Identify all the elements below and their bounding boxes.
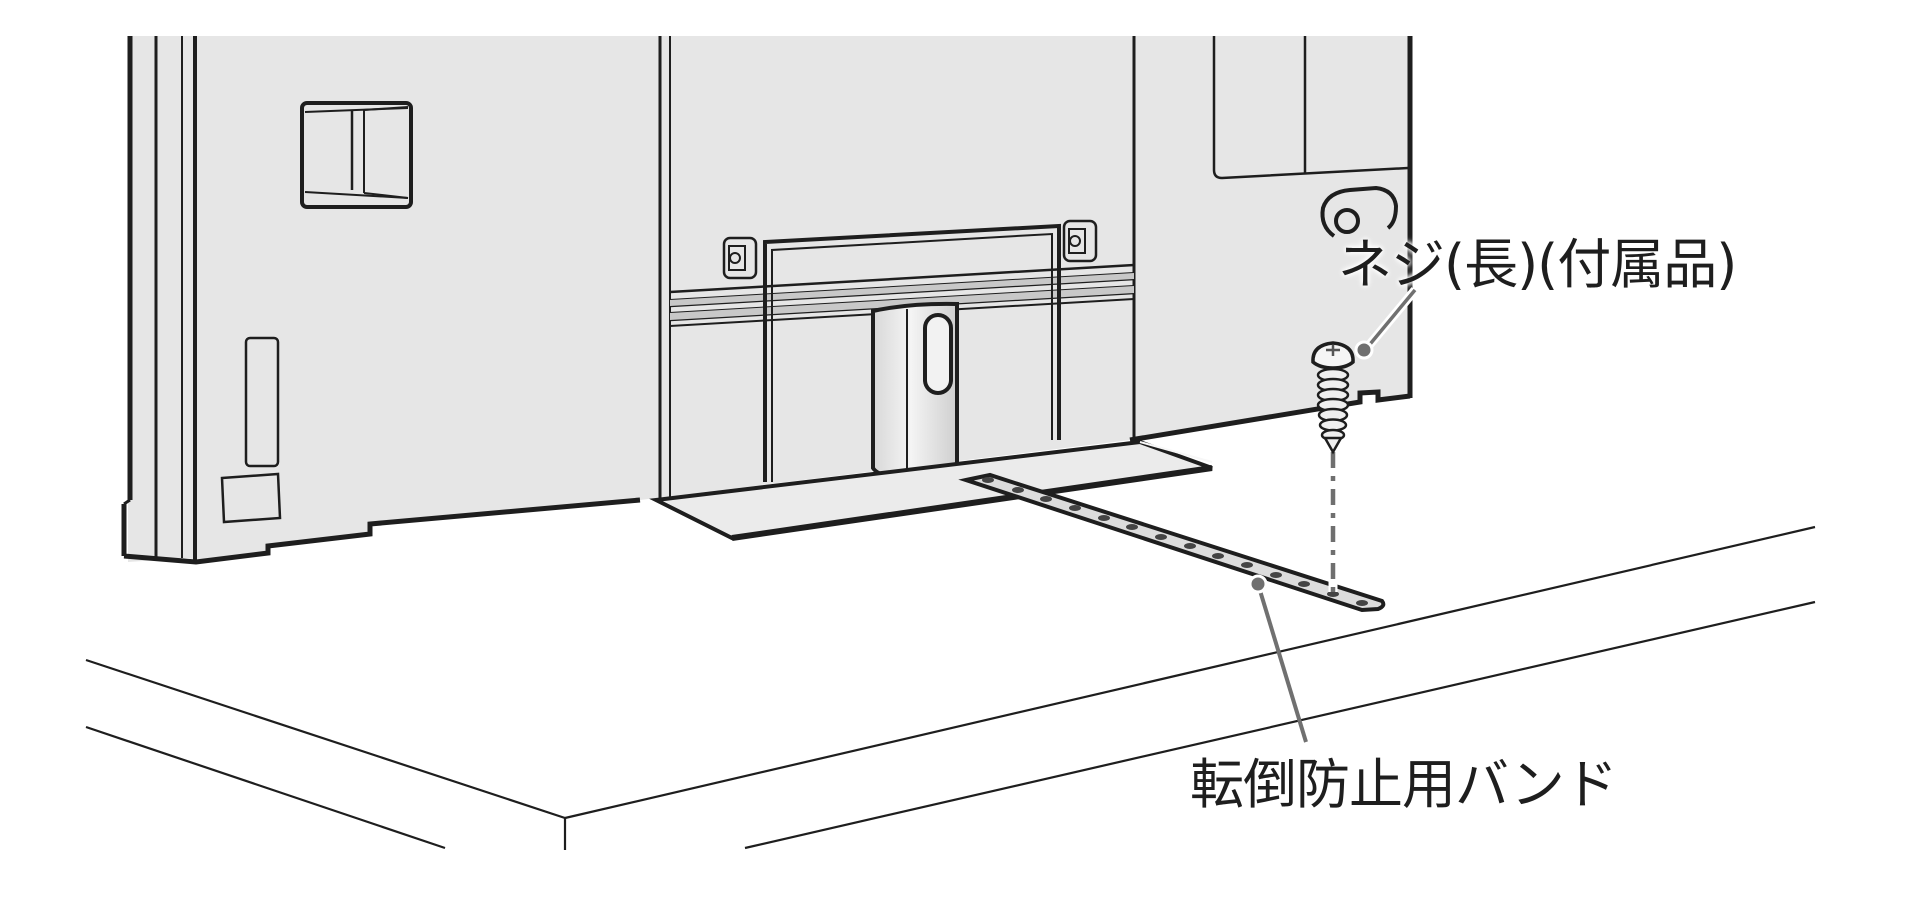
table-surface xyxy=(85,525,1816,850)
carry-handle-recess xyxy=(300,101,413,209)
stand-screw-boss-left xyxy=(722,236,758,280)
tv-rear-panel xyxy=(121,36,1413,565)
stand-neck-frame xyxy=(763,223,1061,482)
rear-cover-panel xyxy=(1212,36,1409,180)
stand-rail-ribs xyxy=(669,263,1135,327)
stand-base-plate xyxy=(649,439,1213,541)
wood-screw-icon xyxy=(1311,341,1355,592)
screw-callout-label: ネジ(長)(付属品) xyxy=(1338,233,1737,296)
band-mounting-hole xyxy=(1320,185,1399,238)
screw-leader-line xyxy=(1354,287,1419,360)
anti-tip-band xyxy=(958,472,1386,613)
stand-screw-boss-right xyxy=(1062,219,1098,263)
side-port-slot xyxy=(244,336,280,468)
lower-port-slot xyxy=(220,472,282,524)
band-callout-label: 転倒防止用バンド xyxy=(1190,753,1618,816)
stand-pillar xyxy=(871,301,959,480)
band-leader-line xyxy=(1248,574,1308,743)
